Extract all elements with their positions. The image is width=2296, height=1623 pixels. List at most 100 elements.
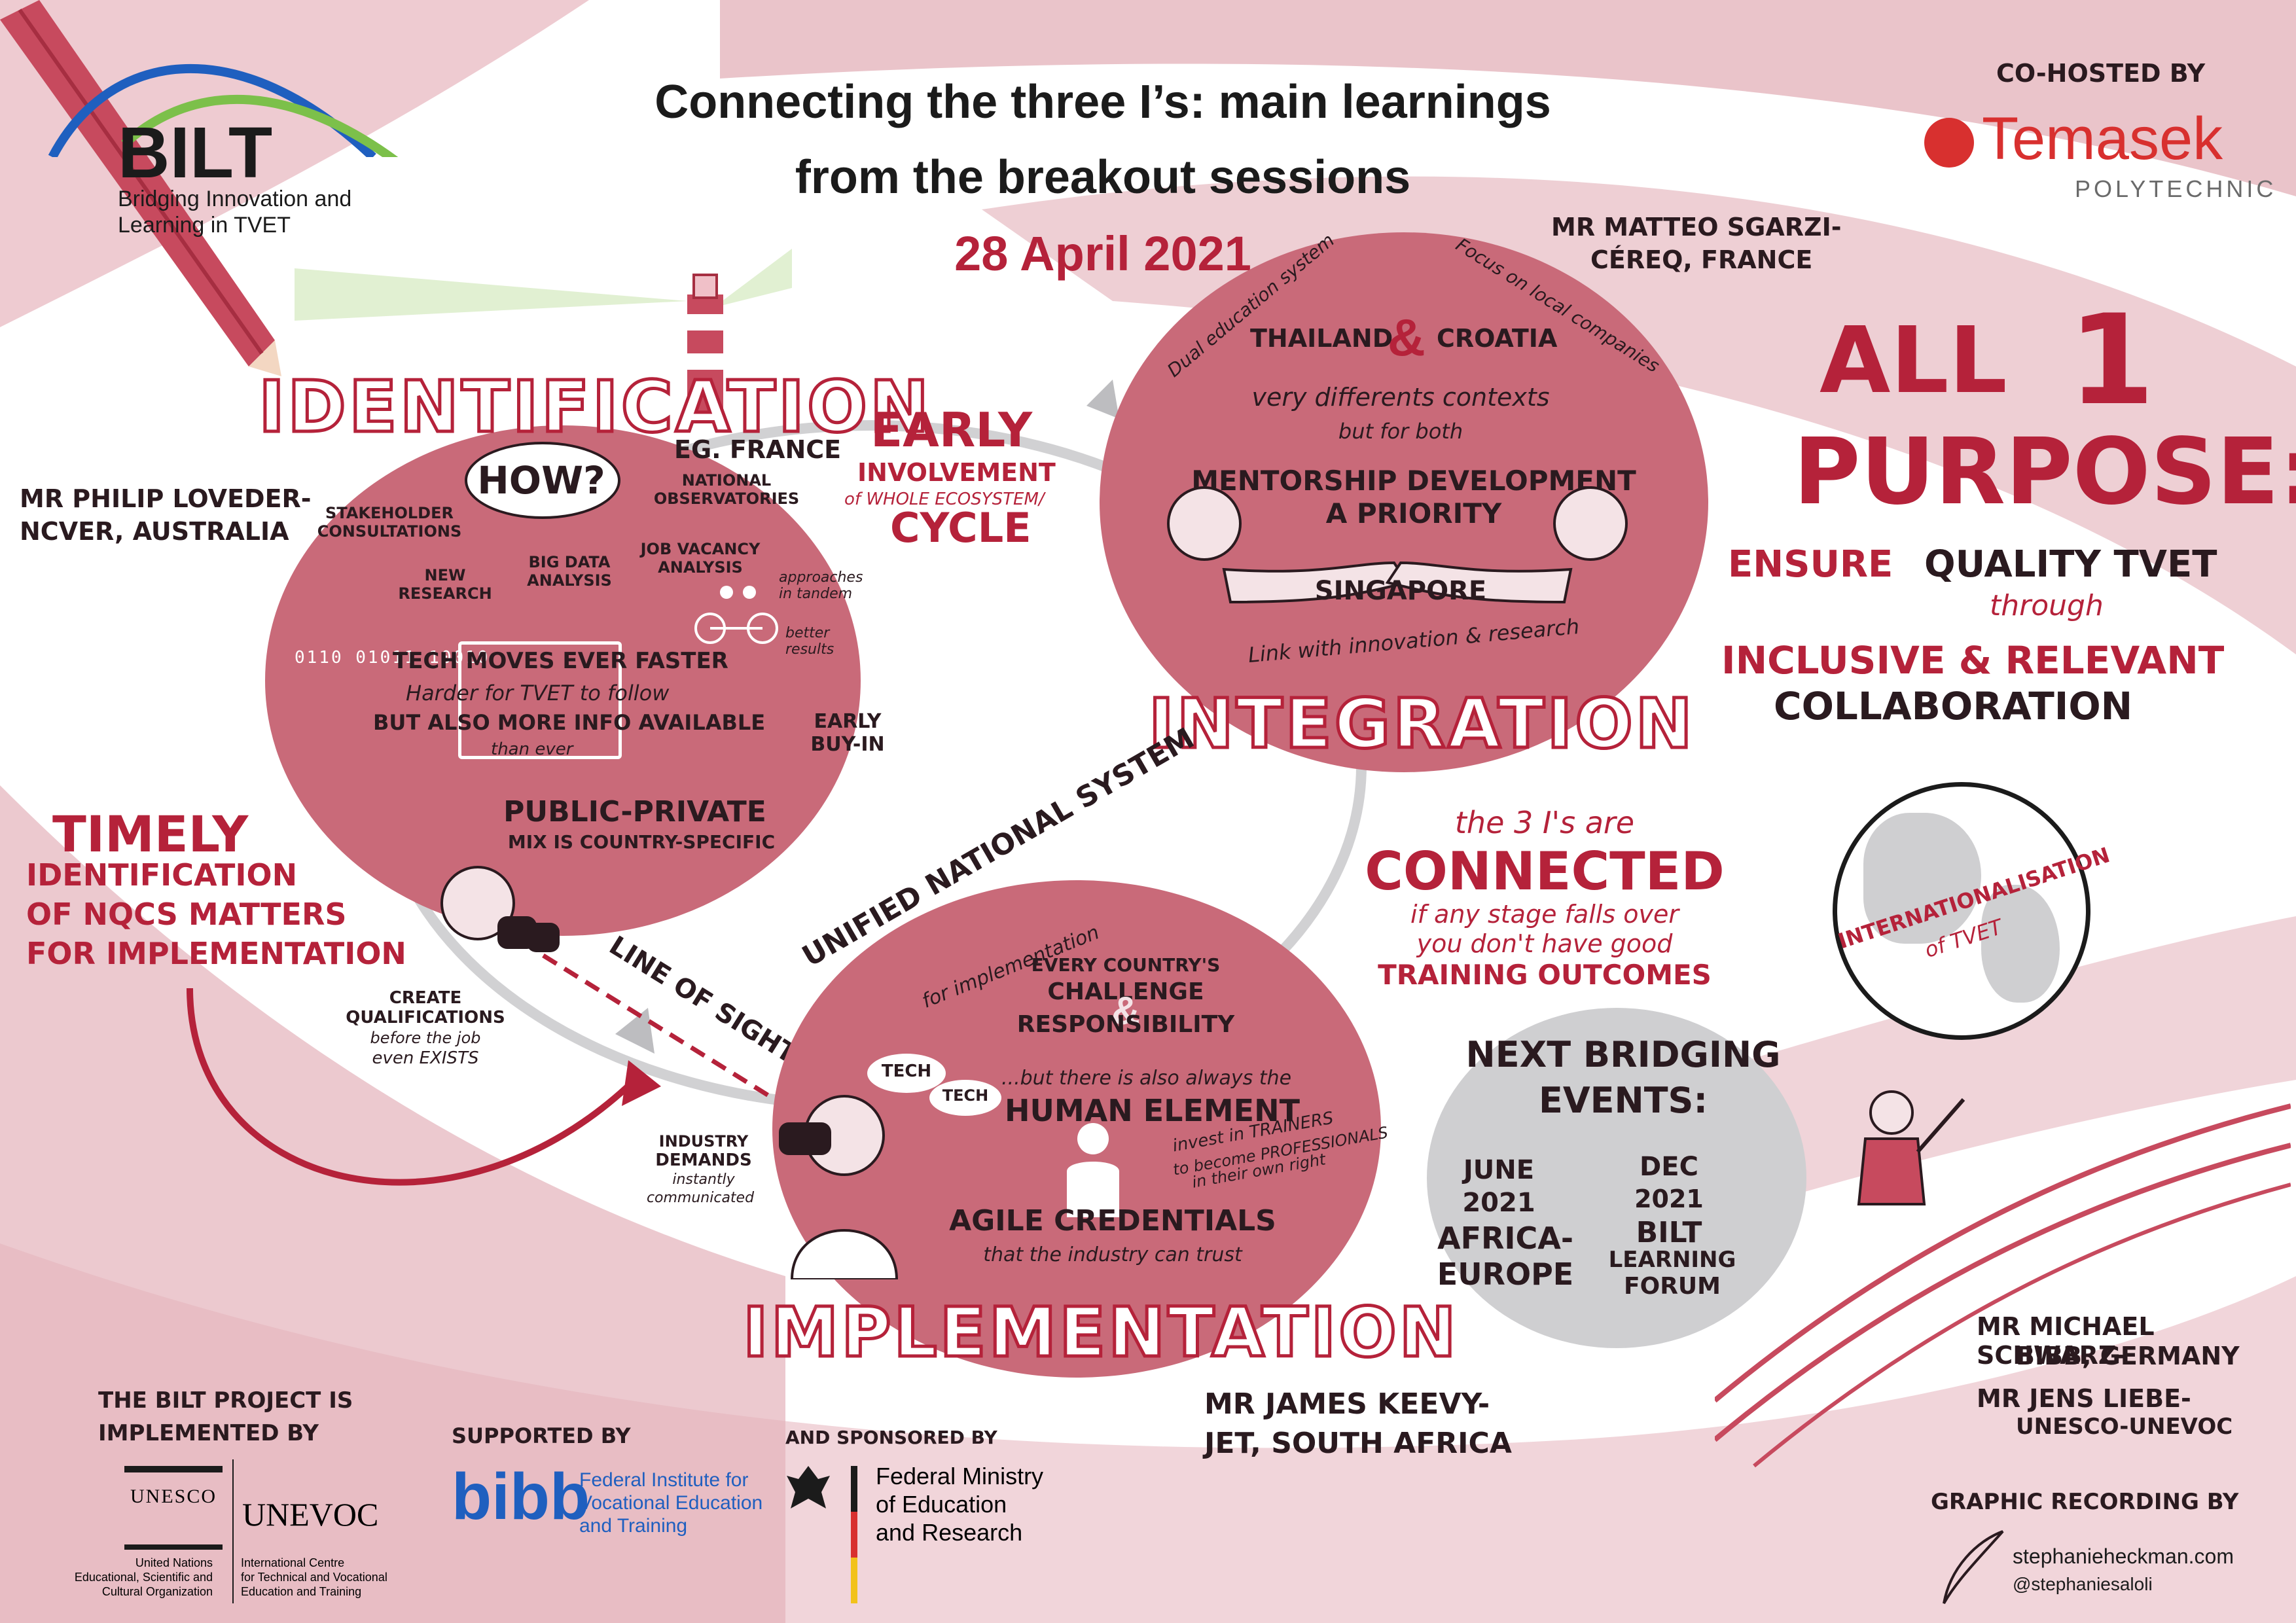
early-involvement: INVOLVEMENT: [857, 458, 1056, 487]
but-always: ...but there is also always the: [1001, 1067, 1292, 1090]
job-vacancy-analysis: JOB VACANCY ANALYSIS: [640, 540, 761, 577]
event-date: 28 April 2021: [954, 226, 1251, 281]
bilt-tagline-1: Bridging Innovation and: [118, 187, 352, 211]
how-label: HOW?: [477, 458, 605, 503]
page-title-line-2: from the breakout sessions: [795, 151, 1411, 204]
event-bilt: BILT: [1636, 1216, 1702, 1249]
temasek-emblem-icon: [1924, 118, 1974, 168]
unesco-label: UNESCO: [130, 1486, 217, 1507]
human-element: HUMAN ELEMENT: [1005, 1093, 1300, 1128]
event-africa-1: AFRICA-: [1437, 1221, 1573, 1256]
bmbf-1: Federal Ministry: [876, 1463, 1044, 1489]
create-line-2: QUALIFICATIONS: [346, 1008, 505, 1027]
flag-gold: [851, 1558, 857, 1603]
connected-line-2: if any stage falls over: [1410, 900, 1679, 929]
impl-ampersand: &: [1111, 989, 1140, 1033]
purpose-quality: QUALITY TVET: [1924, 543, 2217, 586]
bibb-logo: bibb: [452, 1460, 590, 1533]
industry-line-4: communicated: [646, 1190, 755, 1206]
early-title: EARLY: [870, 402, 1033, 457]
event-june: JUNE: [1463, 1155, 1535, 1185]
impl-label-1: The BILT PROJECT is: [98, 1387, 353, 1414]
speaker-keevy-org: JET, SOUTH AFRICA: [1204, 1427, 1512, 1460]
stakeholder-consultations: STAKEHOLDER CONSULTATIONS: [317, 504, 462, 541]
purpose-collab: COLLABORATION: [1774, 684, 2133, 728]
big-data-analysis: BIG DATA ANALYSIS: [527, 553, 612, 590]
bibb-sub-1: Federal Institute for: [579, 1469, 749, 1491]
unevoc-sub-2: for Technical and Vocational: [241, 1571, 387, 1584]
unevoc-sub-3: Education and Training: [241, 1585, 362, 1598]
connected-intro: the 3 I's are: [1454, 805, 1635, 840]
tech-line-2: Harder for TVET to follow: [406, 681, 670, 705]
handshake-illustration: [1167, 486, 1628, 604]
implementation-heading: IMPLEMENTATION: [742, 1291, 1459, 1374]
agile-credentials: AGILE CREDENTIALS: [949, 1204, 1276, 1238]
contexts-line-1: very differents contexts: [1251, 383, 1550, 412]
connected-line-3: you don't have good: [1416, 929, 1673, 958]
bmbf-3: and Research: [876, 1519, 1023, 1546]
challenge: CHALLENGE: [1047, 978, 1204, 1005]
how-bubble: [465, 442, 620, 519]
unesco-sub-1: United Nations: [135, 1556, 213, 1569]
sponsored-label: and SPONSORED by: [785, 1427, 997, 1448]
industry-line-1: INDUSTRY: [658, 1132, 749, 1150]
lighthouse-icon: [295, 249, 792, 412]
purpose-ensure: ENSURE: [1728, 543, 1893, 586]
events-circle: [1427, 1008, 1806, 1348]
tech-bubble-2: [929, 1080, 1001, 1116]
speaker-schwarz-org: BIBB, GERMANY: [2016, 1342, 2240, 1370]
early-buy-in: EARLY BUY-IN: [810, 710, 885, 756]
public-private: PUBLIC-PRIVATE: [503, 795, 766, 829]
unesco-divider: [232, 1459, 234, 1603]
flag-black: [851, 1466, 857, 1512]
monitor-icon: [458, 641, 622, 759]
binoculars-person-icon: [440, 866, 560, 952]
tech-line-4: than ever: [491, 740, 573, 759]
bilt-logo: BILT Bridging Innovation and Learning in…: [33, 26, 399, 238]
early-cycle: CYCLE: [890, 504, 1031, 552]
speaker-liebe: MR JENS LIEBE-: [1977, 1384, 2191, 1413]
unevoc-label: UNEVOC: [242, 1496, 379, 1533]
bibb-sub-2: Vocational Education: [579, 1492, 763, 1514]
connected-line-4: TRAINING OUTCOMES: [1378, 959, 1712, 991]
ampersand: &: [1388, 308, 1426, 366]
binoculars-woman-icon: [779, 1095, 899, 1279]
event-africa-2: EUROPE: [1437, 1257, 1574, 1292]
recording-label: GRAPHIC RECORDING by: [1931, 1489, 2239, 1515]
events-title-2: EVENTS:: [1538, 1080, 1708, 1121]
events-title-1: NEXT BRIDGING: [1465, 1034, 1781, 1075]
speaker-sgarzi: MR MATTEO SGARZI-: [1551, 213, 1842, 241]
tech-2: TECH: [942, 1086, 989, 1105]
globe-icon: [1833, 782, 2090, 1040]
industry-trust: that the industry can trust: [983, 1243, 1242, 1266]
create-line-1: CREATE: [389, 988, 462, 1008]
croatia: CROATIA: [1437, 324, 1558, 353]
national-observatories: NATIONAL OBSERVATORIES: [653, 471, 800, 508]
connected-title: CONNECTED: [1365, 841, 1725, 902]
bilt-name: BILT: [118, 113, 273, 193]
timely-title: TIMELY: [52, 805, 249, 863]
eagle-emblem-icon: [787, 1466, 830, 1508]
every-country: EVERY COUNTRY'S: [1031, 954, 1221, 976]
recording-site: stephanieheckman.com: [2013, 1544, 2234, 1568]
speaker-keevy: MR JAMES KEEVY-: [1204, 1387, 1490, 1421]
bilt-arc-icon: [48, 64, 399, 157]
mentorship-line-1: MENTORSHIP DEVELOPMENT: [1191, 465, 1636, 497]
contexts-line-2: but for both: [1338, 419, 1463, 444]
event-dec-year: 2021: [1634, 1185, 1704, 1213]
tandem-bike-icon: [694, 586, 778, 644]
temasek-sub: POLYTECHNIC: [2075, 175, 2277, 202]
event-dec: DEC: [1640, 1152, 1698, 1182]
bridge-illustration: [1715, 1090, 2291, 1468]
timely-line-2: of NQCs MATTERS: [26, 897, 347, 932]
create-line-3: before the job: [370, 1029, 481, 1047]
supported-label: SUPPORTED by: [452, 1423, 631, 1448]
temasek-logo: Temasek POLYTECHNIC: [1924, 105, 2273, 209]
industry-line-3: instantly: [672, 1171, 735, 1188]
purpose-one: 1: [2068, 288, 2155, 433]
unesco-sub-3: Cultural Organization: [101, 1585, 213, 1598]
early-ecosystem: of WHOLE ECOSYSTEM/: [844, 490, 1045, 509]
timely-line-3: for IMPLEMENTATION: [26, 936, 406, 971]
binary-digits: 0110 01011 10010: [295, 648, 490, 668]
new-research: NEW RESEARCH: [398, 566, 492, 603]
